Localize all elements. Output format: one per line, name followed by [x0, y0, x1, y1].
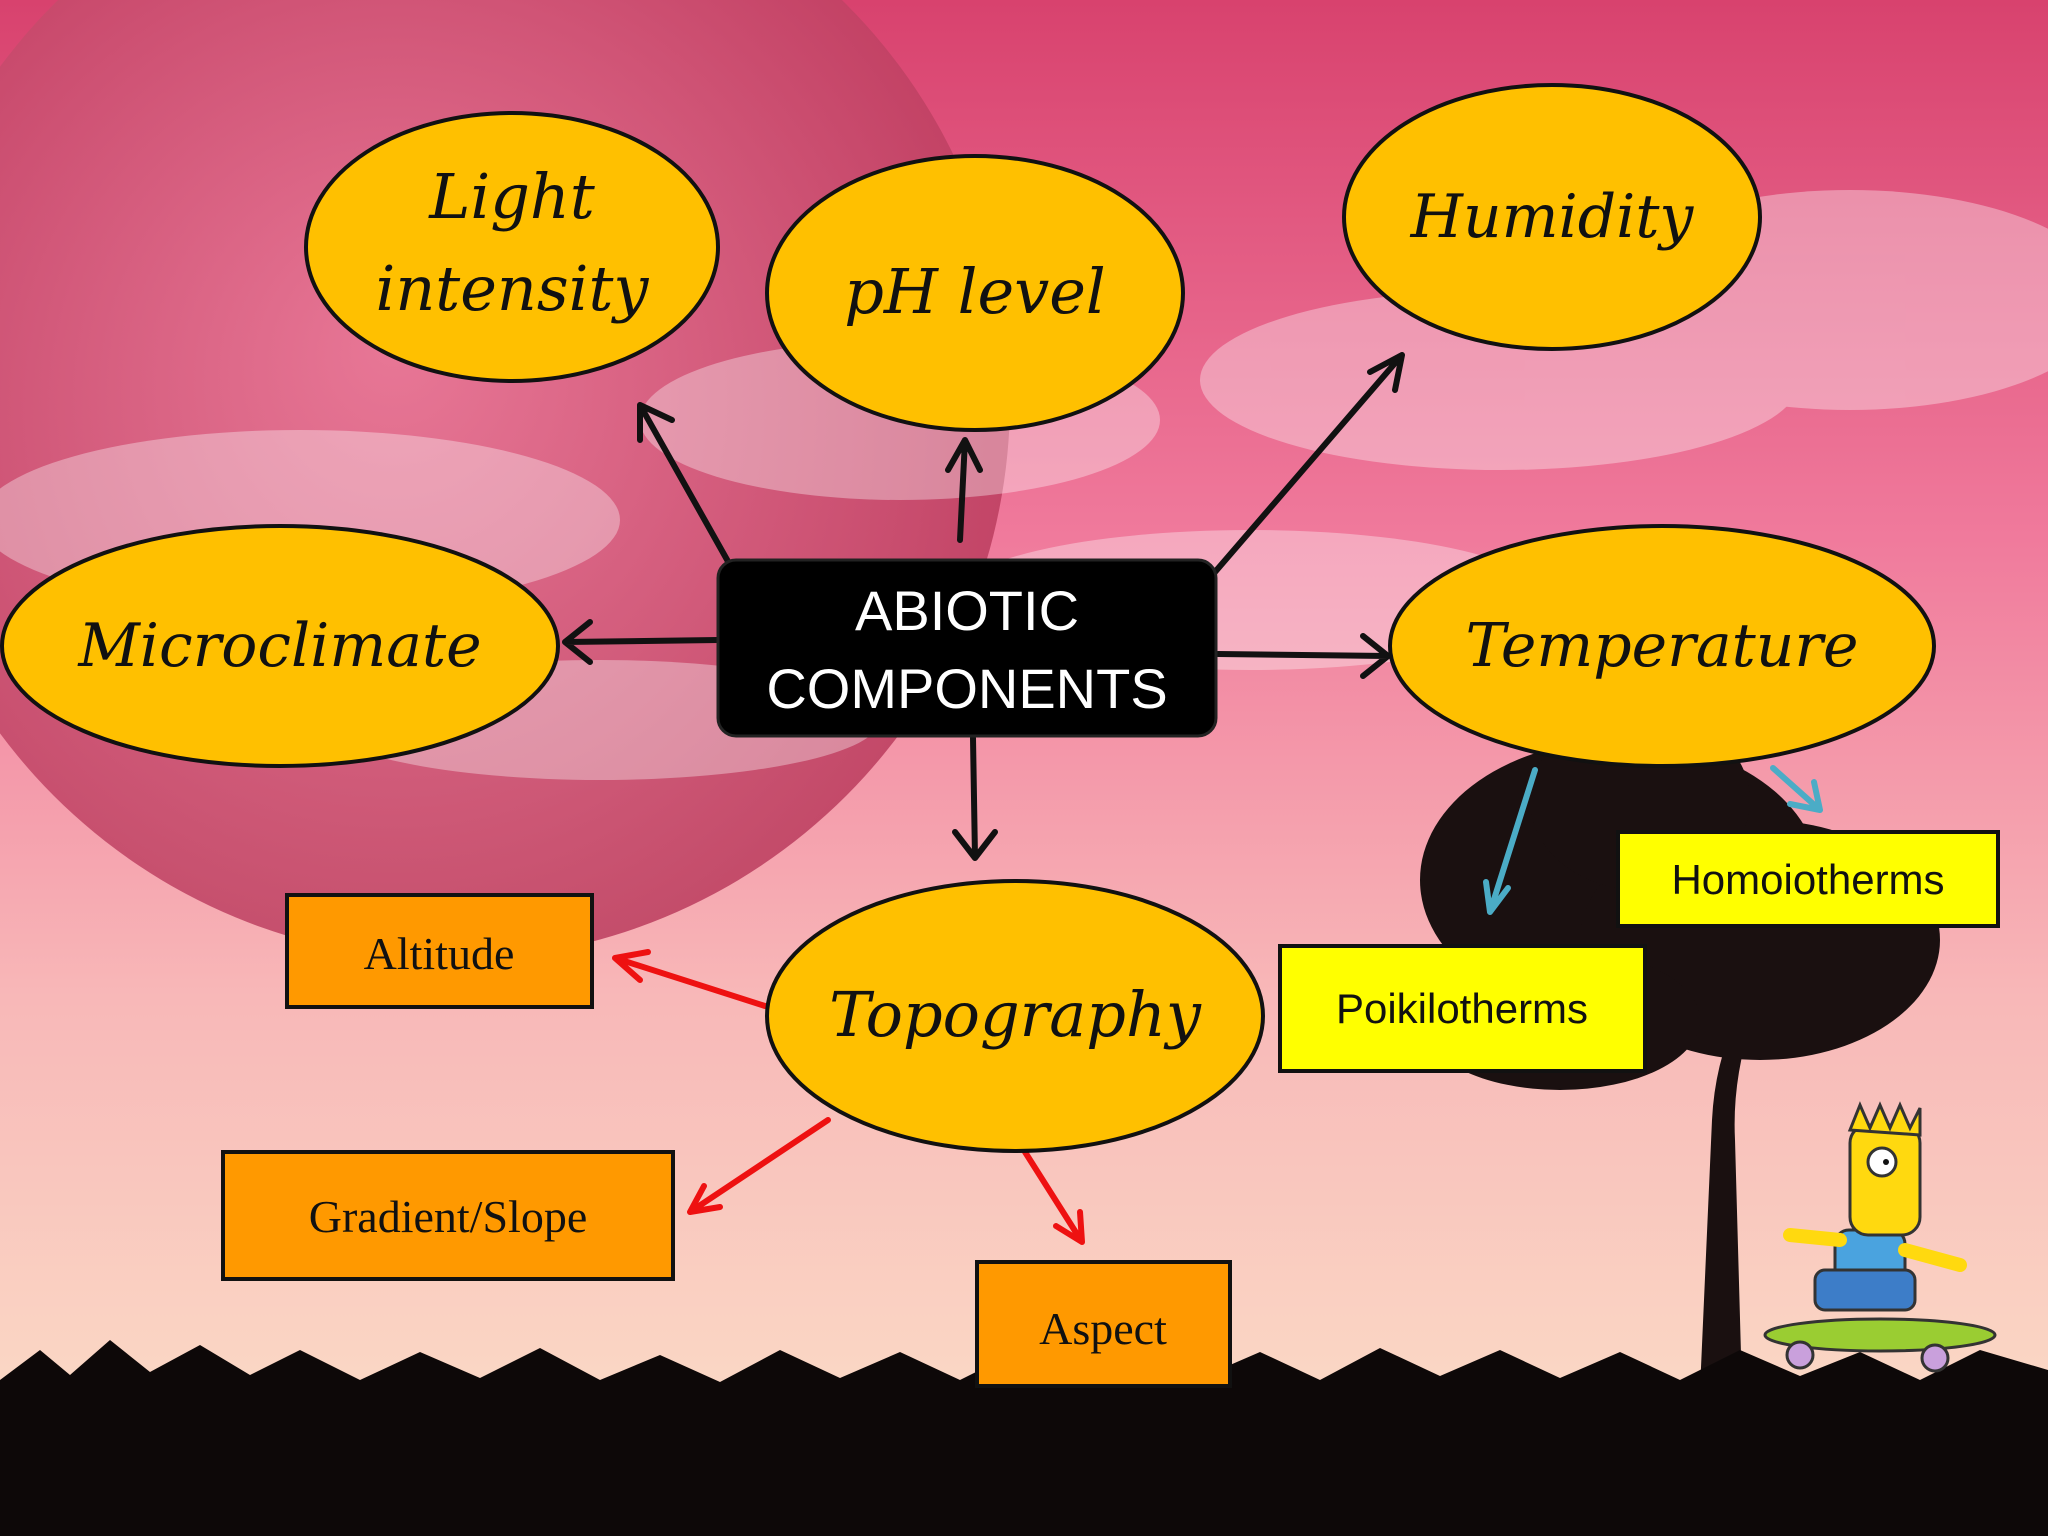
box-poikilotherms: Poikilotherms [1278, 944, 1647, 1073]
node-label-topography: Topography [829, 978, 1202, 1051]
center-label-line2: COMPONENTS [766, 657, 1167, 720]
node-light-intensity: Light intensity [304, 111, 720, 383]
node-label-ph: pH level [844, 255, 1106, 328]
cartoon-skateboarder [1763, 1101, 1997, 1373]
blue-connectors [1483, 765, 1823, 915]
center-node-abiotic-components: ABIOTIC COMPONENTS [716, 558, 1218, 738]
ground-silhouette [0, 1340, 2048, 1536]
node-humidity: Humidity [1342, 83, 1762, 351]
node-ph-level: pH level [765, 154, 1185, 432]
node-topography: Topography [765, 879, 1265, 1153]
node-label-light-line2: intensity [376, 252, 650, 325]
box-gradient-slope: Gradient/Slope [221, 1150, 675, 1281]
box-aspect: Aspect [975, 1260, 1232, 1388]
node-label-humidity: Humidity [1410, 182, 1695, 252]
node-label-light-line1: Light [428, 160, 595, 233]
box-label-poikilotherms: Poikilotherms [1336, 985, 1588, 1032]
black-connectors [562, 352, 1405, 861]
red-connectors [612, 949, 1085, 1245]
box-label-altitude: Altitude [364, 928, 515, 979]
box-label-homoiotherms: Homoiotherms [1671, 856, 1944, 903]
node-microclimate: Microclimate [0, 524, 560, 768]
box-altitude: Altitude [285, 893, 594, 1009]
node-temperature: Temperature [1388, 524, 1936, 768]
center-label-line1: ABIOTIC [855, 579, 1079, 642]
node-label-temperature: Temperature [1465, 611, 1858, 681]
box-label-aspect: Aspect [1039, 1303, 1167, 1354]
box-homoiotherms: Homoiotherms [1616, 830, 2000, 928]
box-label-gradient: Gradient/Slope [309, 1191, 588, 1242]
node-label-microclimate: Microclimate [77, 611, 481, 681]
